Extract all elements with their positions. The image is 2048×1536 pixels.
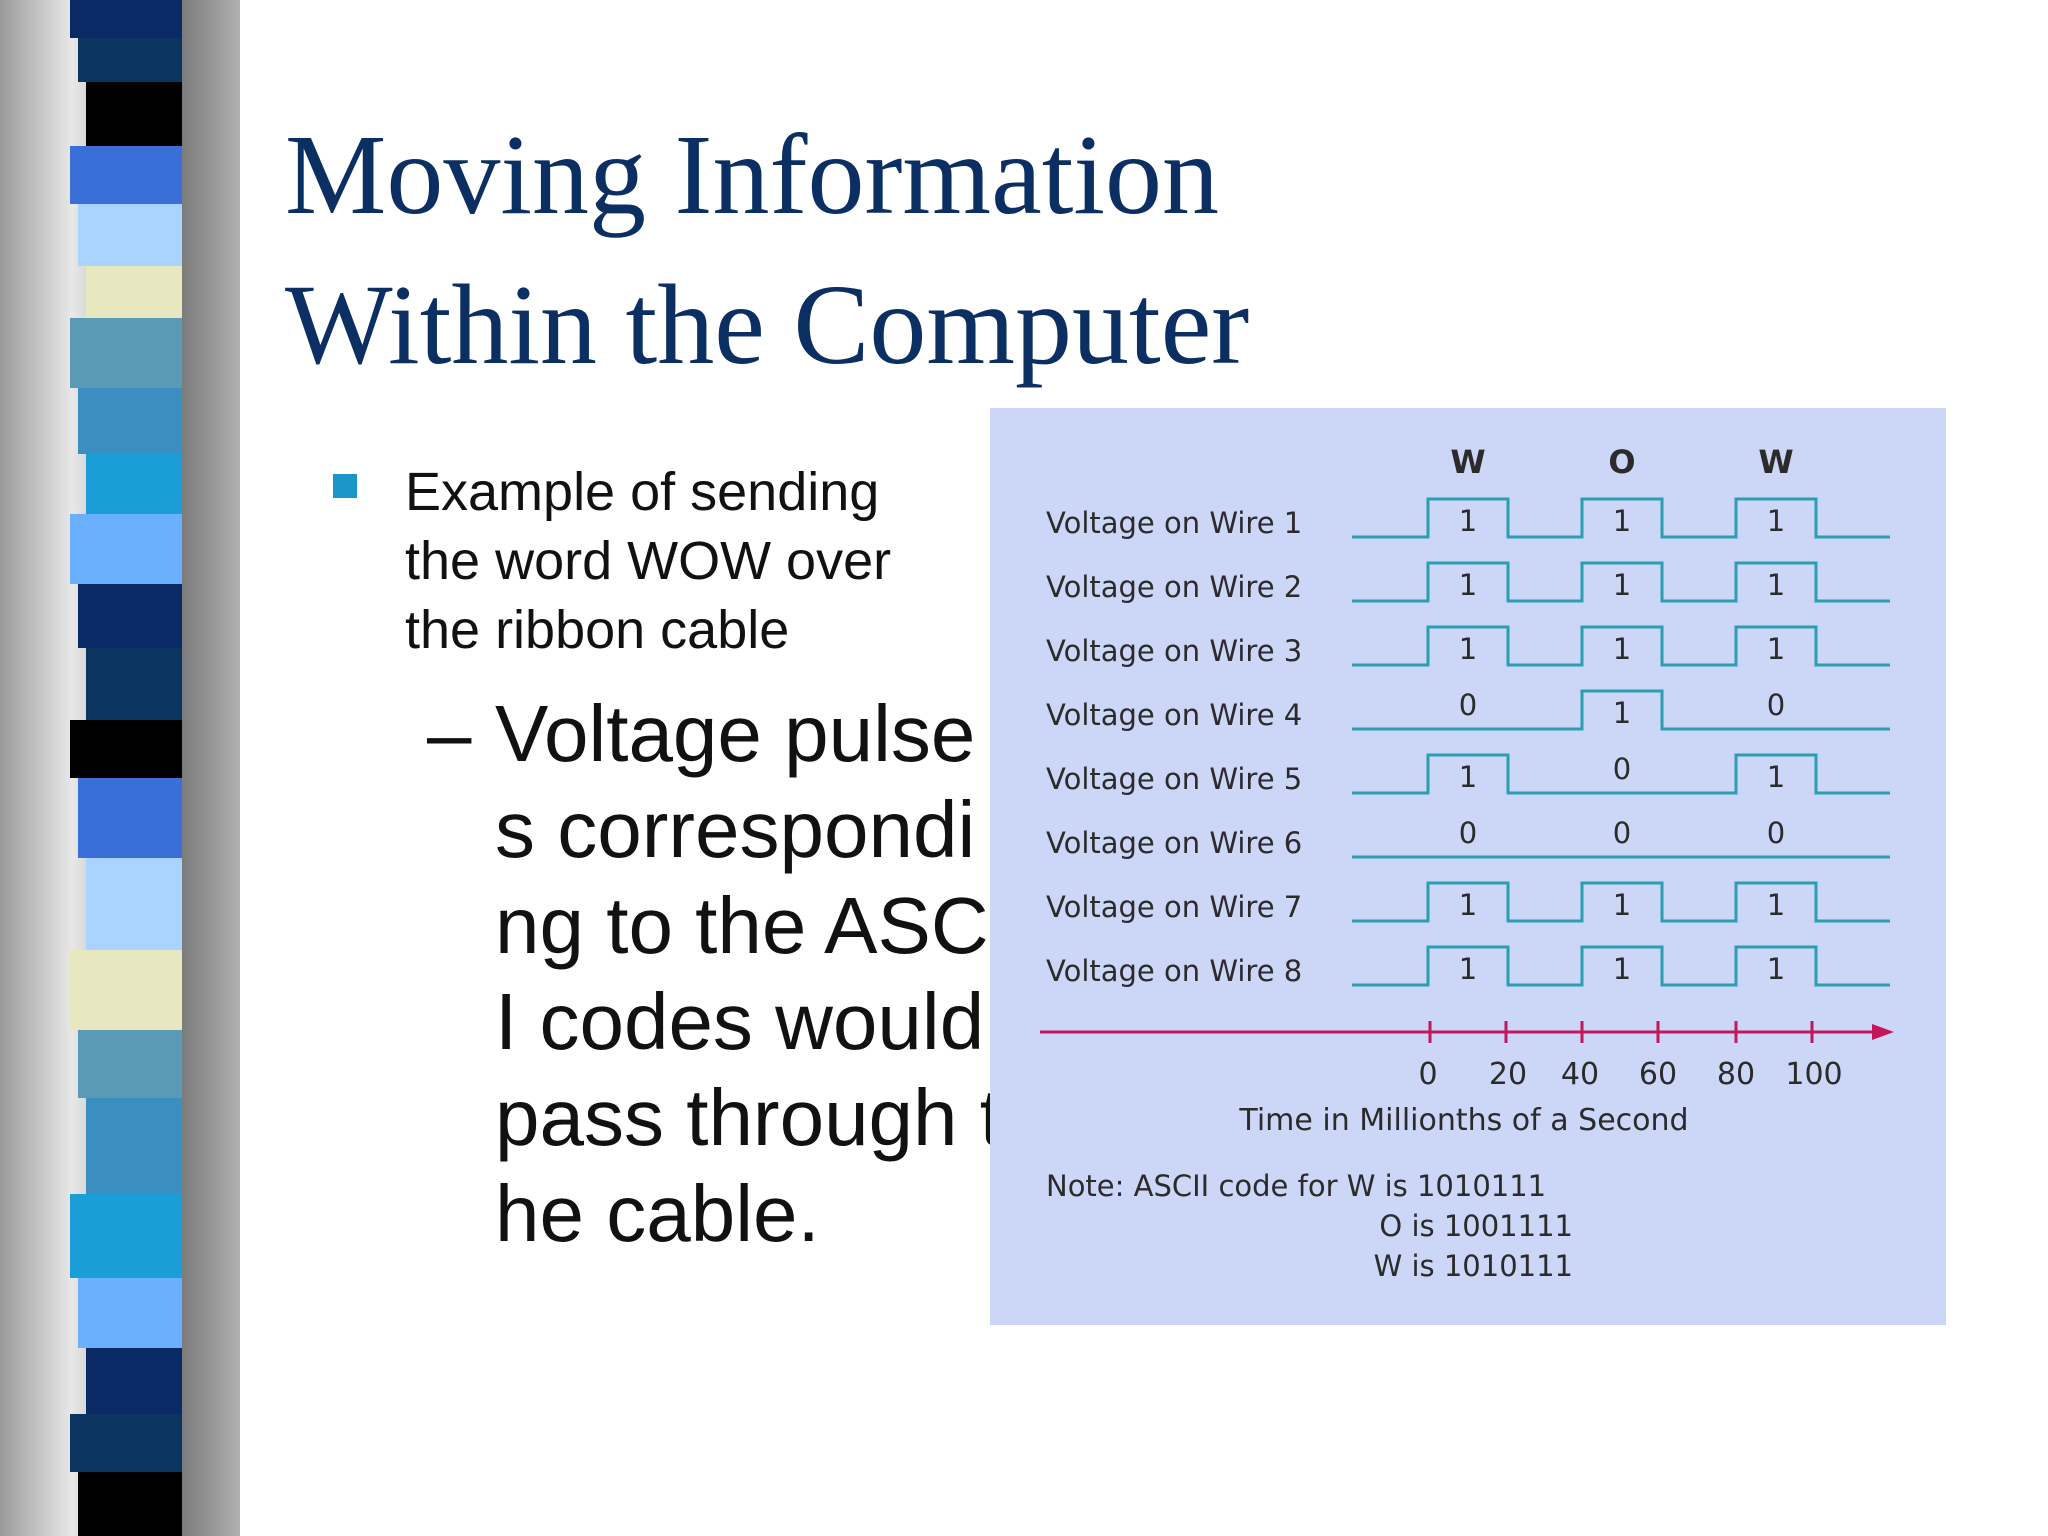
wire-label: Voltage on Wire 3 bbox=[1046, 634, 1302, 668]
bullet-square-icon bbox=[333, 474, 357, 498]
decorative-stripe bbox=[70, 146, 182, 204]
time-tick-label: 100 bbox=[1785, 1057, 1842, 1092]
bit-label: 1 bbox=[1459, 568, 1477, 602]
decorative-stripe bbox=[70, 1194, 182, 1278]
wire-signal bbox=[1352, 497, 1890, 539]
bit-label: 1 bbox=[1459, 888, 1477, 922]
bit-label: 1 bbox=[1613, 504, 1631, 538]
wire-signal bbox=[1352, 561, 1890, 603]
decorative-stripe bbox=[86, 648, 182, 720]
bit-label: 0 bbox=[1613, 752, 1631, 786]
note-line: Note: ASCII code for W is 1010111 bbox=[1046, 1169, 1546, 1203]
sub-bullet-text: Voltage pulses corresponding to the ASCI… bbox=[495, 689, 1011, 1258]
wire-signal bbox=[1352, 625, 1890, 667]
bit-label: 1 bbox=[1459, 952, 1477, 986]
decorative-stripe bbox=[78, 1472, 182, 1536]
decorative-stripe bbox=[86, 858, 182, 950]
bit-label: 0 bbox=[1459, 688, 1477, 722]
title-line-2: Within the Computer bbox=[285, 261, 1250, 388]
slide-title: Moving Information Within the Computer bbox=[285, 100, 1435, 400]
decorative-stripe bbox=[86, 266, 182, 318]
decorative-stripe bbox=[78, 38, 182, 82]
sub-bullet-dash: – bbox=[427, 689, 472, 778]
bit-label: 1 bbox=[1767, 952, 1785, 986]
letter-header: W bbox=[1450, 443, 1485, 481]
decorative-stripe bbox=[78, 1278, 182, 1348]
wire-label: Voltage on Wire 2 bbox=[1046, 570, 1302, 604]
decorative-stripe bbox=[86, 1348, 182, 1414]
time-tick-label: 0 bbox=[1418, 1057, 1437, 1092]
time-tick-label: 80 bbox=[1717, 1057, 1755, 1092]
decorative-stripe bbox=[86, 82, 182, 146]
wire-label: Voltage on Wire 4 bbox=[1046, 698, 1302, 732]
title-line-1: Moving Information bbox=[285, 111, 1220, 238]
wire-label: Voltage on Wire 7 bbox=[1046, 890, 1302, 924]
wire-signal bbox=[1352, 945, 1890, 987]
wire-signal bbox=[1352, 689, 1890, 731]
bit-label: 1 bbox=[1613, 888, 1631, 922]
bit-label: 1 bbox=[1767, 504, 1785, 538]
bit-label: 0 bbox=[1767, 816, 1785, 850]
decorative-stripe bbox=[70, 318, 182, 388]
time-axis-arrow bbox=[1872, 1024, 1894, 1040]
decorative-stripe bbox=[78, 388, 182, 454]
decorative-stripe bbox=[78, 204, 182, 266]
wire-signal bbox=[1352, 881, 1890, 923]
decorative-stripe bbox=[70, 720, 182, 778]
bit-label: 1 bbox=[1767, 760, 1785, 794]
note-line: W is 1010111 bbox=[1374, 1249, 1573, 1283]
decorative-stripe bbox=[70, 950, 182, 1030]
bit-label: 1 bbox=[1767, 632, 1785, 666]
bit-label: 0 bbox=[1767, 688, 1785, 722]
wire-label: Voltage on Wire 6 bbox=[1046, 826, 1302, 860]
decorative-stripe bbox=[86, 454, 182, 514]
decorative-stripe bbox=[70, 0, 182, 38]
bit-label: 1 bbox=[1613, 696, 1631, 730]
wire-label: Voltage on Wire 8 bbox=[1046, 954, 1302, 988]
note-line: O is 1001111 bbox=[1379, 1209, 1573, 1243]
bullet-text: Example of sending the word WOW over the… bbox=[405, 462, 892, 660]
bit-label: 1 bbox=[1613, 568, 1631, 602]
decorative-stripe-column bbox=[0, 0, 240, 1536]
time-axis-title: Time in Millionths of a Second bbox=[1238, 1103, 1688, 1138]
bit-label: 1 bbox=[1459, 760, 1477, 794]
decorative-stripe bbox=[78, 584, 182, 648]
bit-label: 1 bbox=[1459, 632, 1477, 666]
bit-label: 0 bbox=[1459, 816, 1477, 850]
time-tick-label: 40 bbox=[1561, 1057, 1599, 1092]
wire-signal bbox=[1352, 753, 1890, 795]
bit-label: 1 bbox=[1767, 888, 1785, 922]
decorative-stripe bbox=[70, 514, 182, 584]
bit-label: 1 bbox=[1613, 632, 1631, 666]
time-tick-label: 20 bbox=[1489, 1057, 1527, 1092]
bit-label: 1 bbox=[1767, 568, 1785, 602]
decorative-stripe bbox=[86, 1098, 182, 1194]
wire-label: Voltage on Wire 5 bbox=[1046, 762, 1302, 796]
bit-label: 1 bbox=[1459, 504, 1477, 538]
decorative-stripe bbox=[70, 1414, 182, 1472]
bit-label: 1 bbox=[1613, 952, 1631, 986]
letter-header: W bbox=[1758, 443, 1793, 481]
decorative-stripe bbox=[78, 1030, 182, 1098]
wire-label: Voltage on Wire 1 bbox=[1046, 506, 1302, 540]
decorative-stripe bbox=[78, 778, 182, 858]
time-tick-label: 60 bbox=[1639, 1057, 1677, 1092]
bit-label: 0 bbox=[1613, 816, 1631, 850]
letter-header: O bbox=[1608, 443, 1635, 481]
